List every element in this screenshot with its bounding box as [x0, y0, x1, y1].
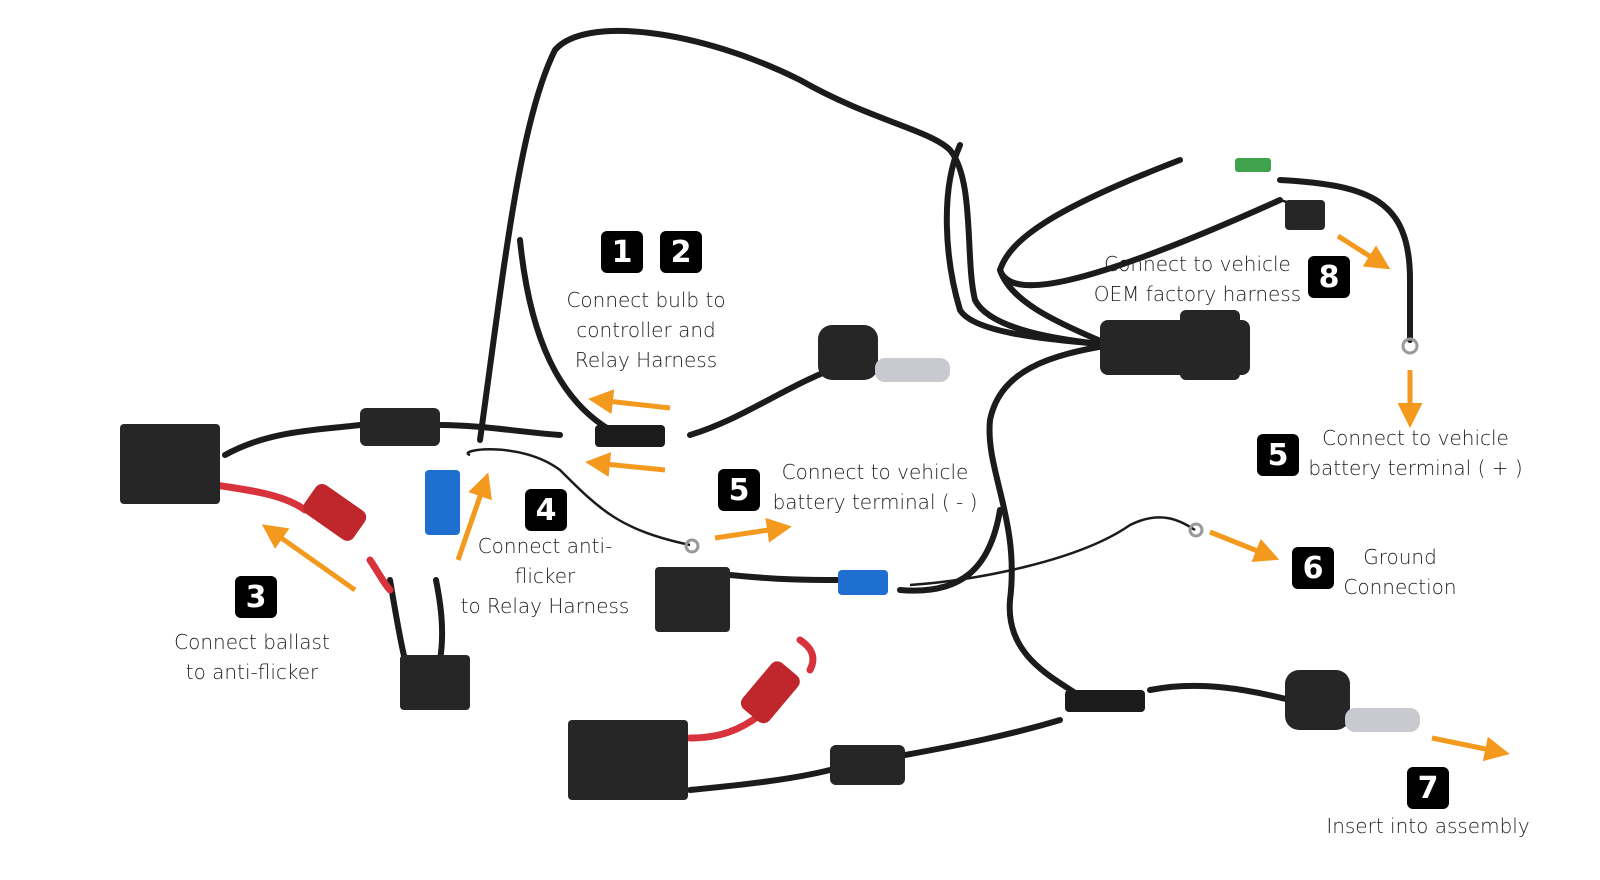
antiflicker2-red-wire [796, 636, 817, 674]
step-6-line-2: Connection [1343, 575, 1457, 599]
step-3-line-2: to anti-flicker [185, 660, 319, 684]
relay-lower-harness [986, 342, 1113, 703]
step-4-label: Connect anti- flicker to Relay Harness [445, 531, 645, 621]
bulb1-wire [687, 367, 833, 438]
step-8-line-1: Connect to vehicle [1104, 252, 1291, 276]
step-4-line-1: Connect anti- [477, 534, 613, 558]
relay-box [1180, 310, 1240, 380]
harness-connector-2 [1065, 690, 1145, 712]
bulb-1-glass [875, 358, 950, 382]
step-6-label: Ground Connection [1335, 542, 1465, 602]
step-badge-7: 7 [1407, 767, 1449, 809]
relay-to-antiflicker-wire [997, 197, 1283, 289]
step-badge-3: 3 [235, 576, 277, 618]
step-5-neg-label: Connect to vehicle battery terminal ( - … [765, 457, 985, 517]
step-3-line-1: Connect ballast [174, 630, 330, 654]
bulb-1-base [818, 325, 878, 380]
h4-connector [1285, 200, 1325, 230]
arrow-step4 [455, 472, 492, 561]
bulb2-wire [1147, 682, 1293, 703]
antiflicker-2 [655, 567, 730, 632]
step-badge-5-neg: 5 [718, 469, 760, 511]
step-6-line-1: Ground [1363, 545, 1437, 569]
arrow-step5-neg [714, 517, 792, 543]
ballast2-output-wire [687, 767, 833, 793]
step-2-line-3: Relay Harness [574, 348, 718, 372]
step-7-label: Insert into assembly [1318, 811, 1538, 841]
blue-connector-2 [838, 570, 888, 595]
antiflicker2-input-wire [727, 572, 843, 583]
step-5-pos-line-1: Connect to vehicle [1322, 426, 1509, 450]
arrow-step2-a [588, 389, 671, 415]
ballast-1-filter [360, 408, 440, 446]
step-5-neg-line-2: battery terminal ( - ) [772, 490, 978, 514]
red-connector-1 [303, 484, 367, 541]
relay-left-harness [996, 157, 1183, 348]
battery-positive-wire [1277, 177, 1413, 343]
fuse-holder [1235, 158, 1271, 172]
ground-wire-1 [466, 448, 691, 547]
step-8-label: Connect to vehicle OEM factory harness [1085, 249, 1310, 309]
step-7-line-1: Insert into assembly [1326, 814, 1530, 838]
ballast-2 [568, 720, 688, 800]
main-harness-wire [477, 27, 1113, 443]
bulb1-feed-wire [517, 237, 613, 433]
antiflicker-red-wire [366, 556, 394, 594]
ballast1-red-wire [211, 481, 309, 514]
step-3-label: Connect ballast to anti-flicker [152, 627, 352, 687]
arrow-step8 [1336, 233, 1391, 270]
step-5-pos-line-2: battery terminal ( + ) [1308, 456, 1523, 480]
step-badge-4: 4 [525, 489, 567, 531]
step-4-line-2: flicker [514, 564, 576, 588]
harness-connector-1 [595, 425, 665, 447]
ring-terminal-ground [1188, 522, 1204, 538]
bulb-2-base [1285, 670, 1350, 730]
arrow-step3 [261, 524, 357, 593]
red-connector-2 [740, 661, 800, 724]
ballast1-output-wire-2 [437, 422, 563, 438]
arrow-step2-b [585, 452, 666, 477]
blue-connector-1 [425, 470, 460, 535]
step-badge-5-pos: 5 [1257, 434, 1299, 476]
step-5-pos-label: Connect to vehicle battery terminal ( + … [1303, 423, 1528, 483]
ring-terminal-pos [1401, 337, 1419, 355]
step-8-line-2: OEM factory harness [1093, 282, 1302, 306]
ring-terminal-neg [684, 538, 700, 554]
arrow-step6 [1209, 529, 1280, 563]
step-2-line-2: controller and [576, 318, 716, 342]
ballast2-harness-wire [902, 717, 1063, 758]
step-2-label: Connect bulb to controller and Relay Har… [546, 285, 746, 375]
step-4-line-3: to Relay Harness [460, 594, 630, 618]
step-badge-8: 8 [1308, 256, 1350, 298]
bulb-2-glass [1345, 708, 1420, 732]
antiflicker-1 [400, 655, 470, 710]
ballast-2-filter [830, 745, 905, 785]
ballast-1 [120, 424, 220, 504]
antiflicker1-wire-b [433, 577, 446, 663]
arrow-step7 [1431, 735, 1510, 762]
ground-wire-2 [909, 516, 1196, 587]
step-badge-6: 6 [1292, 547, 1334, 589]
ballast2-red-wire [686, 711, 764, 742]
step-2-line-1: Connect bulb to [566, 288, 726, 312]
step-badge-2: 2 [660, 231, 702, 273]
antiflicker2-to-relay-wire [897, 507, 1003, 594]
step-5-neg-line-1: Connect to vehicle [781, 460, 969, 484]
ballast1-output-wire [222, 422, 363, 458]
step-badge-1: 1 [601, 231, 643, 273]
main-harness-wire-2 [943, 142, 1113, 348]
